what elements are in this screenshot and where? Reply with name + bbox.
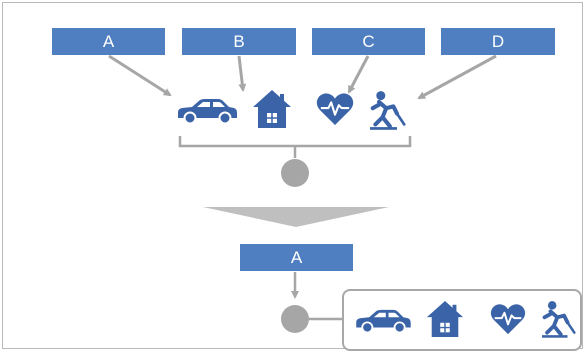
funnel-shape (203, 207, 389, 227)
result-house-icon (426, 300, 464, 338)
arrow-a-to-car (108, 54, 172, 97)
result-icons (355, 291, 580, 349)
car-icon (177, 98, 238, 124)
diagram-frame (2, 2, 583, 349)
label-box-b: B (182, 28, 296, 55)
result-panel (342, 289, 582, 351)
grouping-bracket (178, 136, 412, 148)
merge-node (281, 159, 309, 187)
selected-label-box: A (240, 244, 353, 271)
label-box-c: C (312, 28, 425, 55)
result-car-icon (355, 309, 412, 333)
arrow-c-to-heart (347, 55, 370, 94)
arrow-b-to-house (237, 55, 247, 92)
house-icon (252, 89, 292, 129)
label-box-a: A (52, 28, 165, 55)
label-box-d: D (441, 28, 555, 55)
heart-icon (316, 92, 354, 126)
result-node (281, 305, 309, 333)
arrow-d-to-fall (417, 54, 497, 100)
result-slip-fall-icon (542, 301, 574, 338)
slip-fall-icon (370, 91, 404, 130)
result-heart-icon (490, 303, 526, 335)
